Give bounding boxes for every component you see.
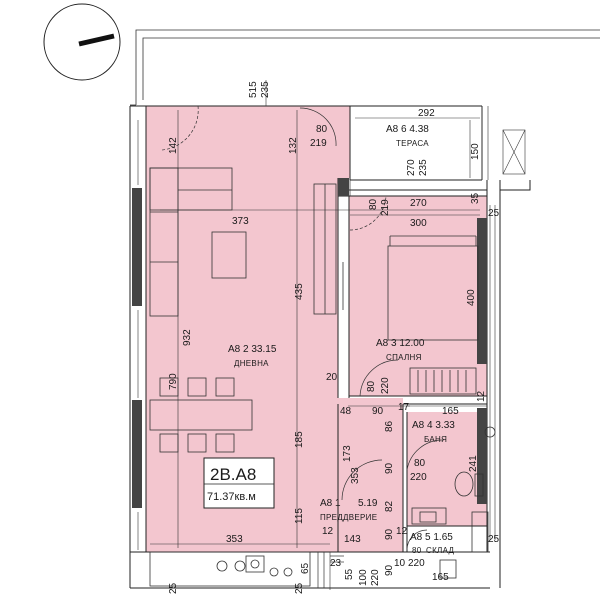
north-arrow <box>43 3 121 81</box>
corridor-steps <box>317 552 344 588</box>
wardrobe <box>313 183 344 315</box>
dim-bed-35: 35 <box>470 192 481 204</box>
dim-living-185: 185 <box>294 431 305 448</box>
storage-label: A8 5 1.65 <box>410 532 453 543</box>
dim-bottom-90: 90 <box>384 564 395 576</box>
dim-bottom-12b: 12 <box>396 526 408 537</box>
dim-bottom-12: 12 <box>322 526 334 537</box>
kitchen-counter <box>149 551 311 587</box>
dim-door-220c: 220 <box>380 377 391 394</box>
dim-bottom-25b: 25 <box>294 582 305 594</box>
hall-name: ПРЕДДВЕРИЕ <box>320 513 377 522</box>
room-labels: A8 6 4.38 ТЕРАСА A8 2 33.15 ДНЕВНА A8 3 … <box>228 124 455 555</box>
sofa <box>149 167 233 317</box>
dim-hall-20: 20 <box>326 372 338 383</box>
dim-hall-90: 90 <box>372 406 384 417</box>
neighbour-terrace-outline <box>130 29 600 106</box>
hall-label: A8 1 <box>320 498 341 509</box>
dim-bath-165: 165 <box>442 406 459 417</box>
terrace-fill <box>350 106 482 180</box>
dim-terrace-292: 292 <box>418 108 435 119</box>
terrace-railing <box>481 106 526 180</box>
dim-bottom-100: 100 <box>358 569 369 586</box>
dim-door-80a: 80 <box>316 124 328 135</box>
bedroom-label: A8 3 12.00 <box>376 338 425 349</box>
toilet <box>454 426 496 497</box>
living-label: A8 2 33.15 <box>228 344 277 355</box>
walls <box>129 105 531 589</box>
storage-shelf <box>439 511 489 579</box>
dim-terrace-235: 235 <box>418 159 429 176</box>
window-right <box>489 205 496 540</box>
dim-bottom-25r: 25 <box>488 534 500 545</box>
dim-top-235: 235 <box>260 81 271 98</box>
unit-total-area: 71.37кв.м <box>207 491 256 503</box>
dim-door-219a: 219 <box>310 138 327 149</box>
bath-label: A8 4 3.33 <box>412 420 455 431</box>
closet <box>409 367 477 395</box>
dim-door-219b: 219 <box>380 199 391 216</box>
wall-columns <box>132 178 487 508</box>
dim-bottom-165: 165 <box>432 572 449 583</box>
living-name: ДНЕВНА <box>234 359 269 368</box>
dim-bed-300: 300 <box>410 218 427 229</box>
dim-bath-241: 241 <box>468 455 479 472</box>
dim-hall-90b: 90 <box>384 528 395 540</box>
dim-living-142: 142 <box>168 137 179 154</box>
dim-bottom-353: 353 <box>226 534 243 545</box>
dim-bath-12: 12 <box>476 390 487 402</box>
unit-code: 2B.A8 <box>210 465 256 484</box>
dim-bottom-220b: 220 <box>408 558 425 569</box>
dim-hall-17: 17 <box>398 402 410 413</box>
dim-hall-86: 86 <box>384 420 395 432</box>
unit-tag: 2B.A8 71.37кв.м <box>203 457 275 509</box>
dimension-lines <box>150 80 487 590</box>
dim-bottom-55: 55 <box>344 568 355 580</box>
dim-living-132: 132 <box>288 137 299 154</box>
dim-bath-door-220: 220 <box>410 472 427 483</box>
washbasin <box>411 507 447 525</box>
dim-living-790: 790 <box>168 373 179 390</box>
dim-bottom-10: 10 <box>394 558 406 569</box>
dim-hall-82: 82 <box>384 500 395 512</box>
dim-bottom-143: 143 <box>344 534 361 545</box>
dim-hall-353v: 353 <box>350 467 361 484</box>
dim-living-435: 435 <box>294 283 305 300</box>
hall-area: 5.19 <box>358 498 378 509</box>
dim-top-515: 515 <box>248 81 259 98</box>
storage-name: СКЛАД <box>426 546 454 555</box>
dim-bottom-220: 220 <box>370 569 381 586</box>
bedroom-name: СПАЛНЯ <box>386 353 422 362</box>
dim-bed-25: 25 <box>488 208 500 219</box>
dim-door-80c: 80 <box>366 380 377 392</box>
dim-bottom-65: 65 <box>300 562 311 574</box>
dim-terrace-150: 150 <box>470 143 481 160</box>
dining-set <box>149 377 253 453</box>
dim-bottom-23: 23 <box>330 558 342 569</box>
coffee-table <box>211 231 247 279</box>
dim-bed-270: 270 <box>410 198 427 209</box>
dim-door-80b: 80 <box>368 198 379 210</box>
dim-living-932: 932 <box>182 329 193 346</box>
doors <box>161 105 444 551</box>
terrace-name: ТЕРАСА <box>396 139 429 148</box>
dim-bath-door-80: 80 <box>414 458 426 469</box>
dim-living-373: 373 <box>232 216 249 227</box>
terrace-label: A8 6 4.38 <box>386 124 429 135</box>
dim-bed-400: 400 <box>466 289 477 306</box>
dim-hall-48: 48 <box>340 406 352 417</box>
dimension-labels: 515 235 292 150 270 235 142 132 80 219 3… <box>168 81 500 594</box>
dim-terrace-270: 270 <box>406 159 417 176</box>
dim-hall-90v: 90 <box>384 462 395 474</box>
dim-bottom-25a: 25 <box>168 582 179 594</box>
storage-door: 80 <box>412 546 422 555</box>
bed <box>387 235 479 341</box>
dim-hall-173: 173 <box>342 445 353 462</box>
bath-name: БАНЯ <box>424 435 447 444</box>
dim-living-115: 115 <box>294 508 305 524</box>
